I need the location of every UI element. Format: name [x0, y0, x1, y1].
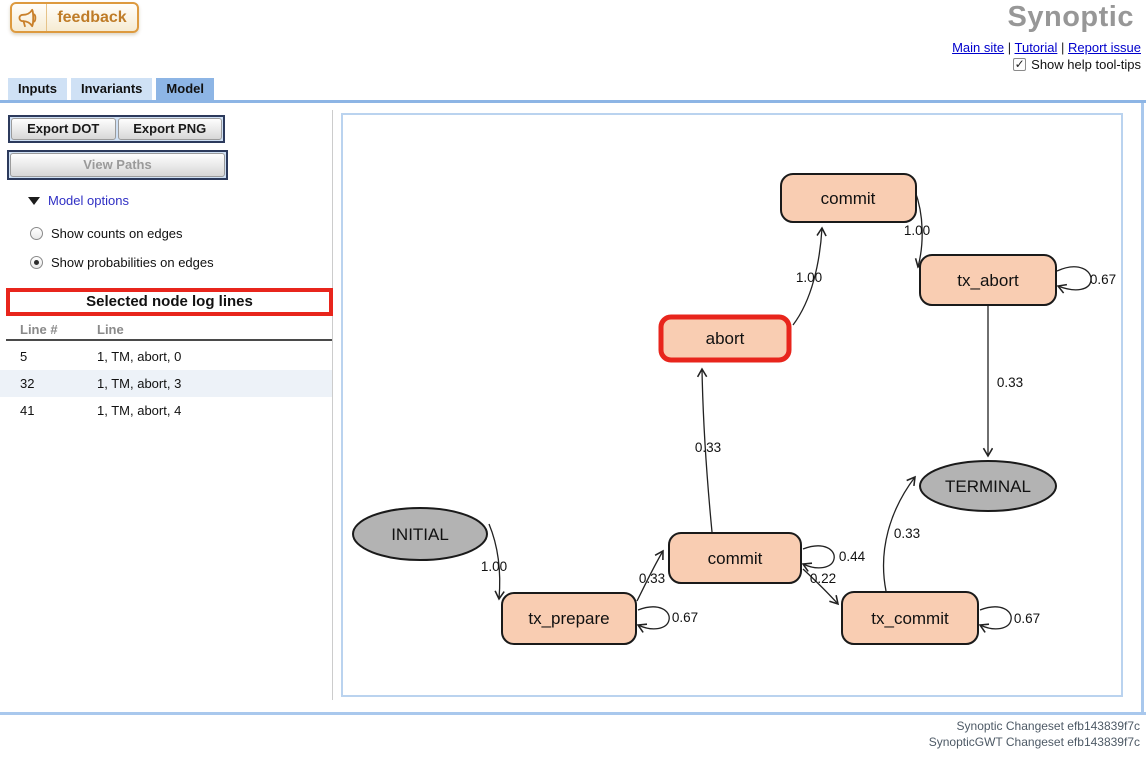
- edge-txprepare-selfloop: [638, 606, 670, 629]
- column-line: Line: [97, 322, 124, 337]
- edge-abort-commit: [792, 228, 822, 326]
- node-label: TERMINAL: [945, 477, 1031, 496]
- node-tx-commit[interactable]: tx_commit: [841, 591, 979, 645]
- log-line-row: 41 1, TM, abort, 4: [0, 397, 332, 424]
- node-tx-abort[interactable]: tx_abort: [919, 254, 1057, 306]
- link-tutorial[interactable]: Tutorial: [1014, 40, 1058, 55]
- radio-selected-icon: [30, 256, 43, 269]
- edge-commit-txabort: [914, 190, 922, 267]
- checkbox-checked-icon: ✓: [1013, 57, 1027, 71]
- sidebar-divider: [332, 110, 333, 700]
- feedback-label: feedback: [57, 8, 127, 26]
- edge-commit2-selfloop: [803, 545, 835, 568]
- radio-show-probabilities[interactable]: Show probabilities on edges: [30, 255, 214, 270]
- selected-node-log-lines-header: Selected node log lines: [6, 288, 333, 316]
- log-line-text: 1, TM, abort, 4: [97, 403, 182, 418]
- edge-label: 0.33: [695, 440, 721, 455]
- page-title: Synoptic: [1007, 1, 1134, 33]
- edge-label: 1.00: [481, 559, 507, 574]
- link-report-issue[interactable]: Report issue: [1068, 40, 1141, 55]
- view-paths-button[interactable]: View Paths: [10, 153, 225, 177]
- edge-label: 0.33: [894, 526, 920, 541]
- edge-txcommit-selfloop: [980, 606, 1012, 629]
- log-line-num: 32: [20, 376, 35, 391]
- edge-commit2-abort: [702, 369, 713, 533]
- node-commit-mid[interactable]: commit: [668, 532, 802, 584]
- disclosure-triangle-icon: [28, 196, 40, 205]
- tab-model[interactable]: Model: [156, 78, 214, 100]
- edge-commit2-txcommit: [802, 568, 838, 604]
- node-tx-prepare[interactable]: tx_prepare: [501, 592, 637, 645]
- node-initial[interactable]: INITIAL: [352, 507, 488, 561]
- log-line-row: 32 1, TM, abort, 3: [0, 370, 332, 397]
- link-main-site[interactable]: Main site: [952, 40, 1005, 55]
- radio-unselected-icon: [30, 227, 43, 240]
- tab-bar: Inputs Invariants Model: [8, 78, 214, 100]
- node-terminal[interactable]: TERMINAL: [919, 460, 1057, 512]
- column-line-num: Line #: [20, 322, 58, 337]
- model-options-label: Model options: [48, 193, 129, 208]
- edge-initial-txprepare: [488, 523, 500, 599]
- node-label: commit: [708, 549, 763, 568]
- model-options-toggle[interactable]: Model options: [28, 193, 129, 208]
- log-lines-table-header: Line # Line: [6, 322, 332, 341]
- content-right-border: [1141, 103, 1144, 714]
- model-graph-canvas[interactable]: 1.00 1.00 0.67 0.33 0.33 0.44 0.22 0.33 …: [341, 113, 1123, 697]
- tab-invariants[interactable]: Invariants: [71, 78, 153, 100]
- edge-label: 0.44: [839, 549, 866, 564]
- edge-label: 1.00: [796, 270, 822, 285]
- edge-txabort-selfloop: [1057, 266, 1092, 290]
- node-label: tx_prepare: [528, 609, 609, 628]
- edge-label: 0.33: [639, 571, 665, 586]
- synopticgwt-changeset: SynopticGWT Changeset efb143839f7c: [928, 735, 1140, 749]
- synoptic-changeset: Synoptic Changeset efb143839f7c: [956, 719, 1140, 733]
- radio-show-counts-label: Show counts on edges: [51, 226, 183, 241]
- show-tooltips-checkbox[interactable]: ✓ Show help tool-tips: [1013, 57, 1141, 72]
- show-tooltips-label: Show help tool-tips: [1031, 57, 1141, 72]
- log-line-text: 1, TM, abort, 0: [97, 349, 182, 364]
- edge-txcommit-terminal: [882, 477, 915, 592]
- edge-txprepare-commit2: [636, 551, 663, 602]
- node-label: tx_abort: [957, 271, 1019, 290]
- link-separator: |: [1007, 40, 1012, 55]
- log-line-num: 5: [20, 349, 28, 364]
- node-abort-selected[interactable]: abort: [658, 314, 792, 363]
- content-bottom-border: [0, 712, 1146, 715]
- edge-label: 0.67: [672, 610, 698, 625]
- node-commit-top[interactable]: commit: [780, 173, 917, 223]
- export-png-button[interactable]: Export PNG: [117, 118, 222, 140]
- node-label: INITIAL: [391, 525, 449, 544]
- radio-show-probabilities-label: Show probabilities on edges: [51, 255, 214, 270]
- header-links: Main site | Tutorial | Report issue: [952, 40, 1141, 55]
- megaphone-icon: [12, 4, 47, 31]
- node-label: tx_commit: [871, 609, 949, 628]
- tab-underline: [0, 100, 1146, 103]
- radio-show-counts[interactable]: Show counts on edges: [30, 226, 183, 241]
- edge-label: 0.33: [997, 375, 1023, 390]
- edge-label: 1.00: [904, 223, 930, 238]
- edge-label: 0.67: [1090, 272, 1116, 287]
- node-label: commit: [821, 189, 876, 208]
- export-button-group: Export DOT Export PNG: [8, 115, 225, 143]
- view-paths-group: View Paths: [7, 150, 228, 180]
- log-line-row: 5 1, TM, abort, 0: [0, 343, 332, 370]
- node-label: abort: [706, 329, 745, 348]
- link-separator: |: [1061, 40, 1065, 55]
- feedback-button[interactable]: feedback: [10, 2, 139, 33]
- edge-label: 0.22: [810, 571, 836, 586]
- tab-inputs[interactable]: Inputs: [8, 78, 67, 100]
- log-line-num: 41: [20, 403, 35, 418]
- log-line-text: 1, TM, abort, 3: [97, 376, 182, 391]
- export-dot-button[interactable]: Export DOT: [11, 118, 116, 140]
- edge-label: 0.67: [1014, 611, 1040, 626]
